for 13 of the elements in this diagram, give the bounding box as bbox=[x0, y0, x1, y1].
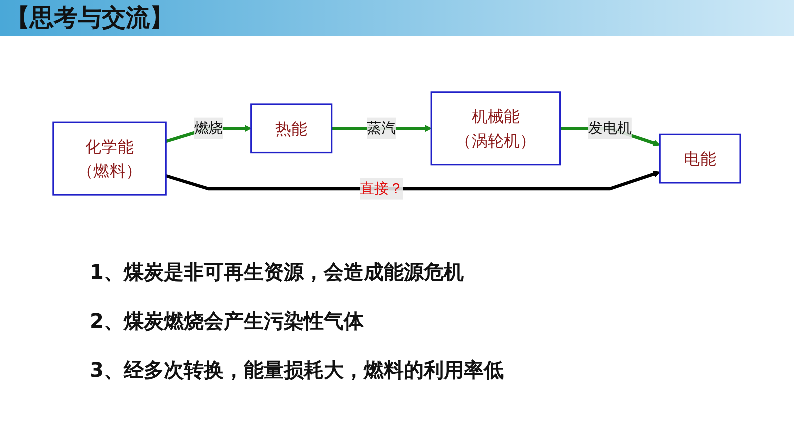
note-text: 3、经多次转换，能量损耗大，燃料的利用率低 bbox=[90, 357, 504, 384]
node-box: 化学能 （燃料） bbox=[52, 122, 167, 196]
edge-label: 燃烧 bbox=[194, 120, 224, 138]
edge-label: 发电机 bbox=[588, 120, 632, 138]
arrow bbox=[166, 171, 660, 191]
edge-label: 蒸汽 bbox=[367, 120, 396, 138]
note-text: 1、煤炭是非可再生资源，会造成能源危机 bbox=[90, 259, 464, 286]
node-box: 机械能 （涡轮机） bbox=[430, 92, 562, 166]
page-title: 【思考与交流】 bbox=[6, 3, 174, 34]
node-box: 热能 bbox=[250, 104, 333, 154]
node-box: 电能 bbox=[659, 134, 742, 184]
edge-label: 直接？ bbox=[360, 180, 404, 198]
note-text: 2、煤炭燃烧会产生污染性气体 bbox=[90, 308, 364, 335]
